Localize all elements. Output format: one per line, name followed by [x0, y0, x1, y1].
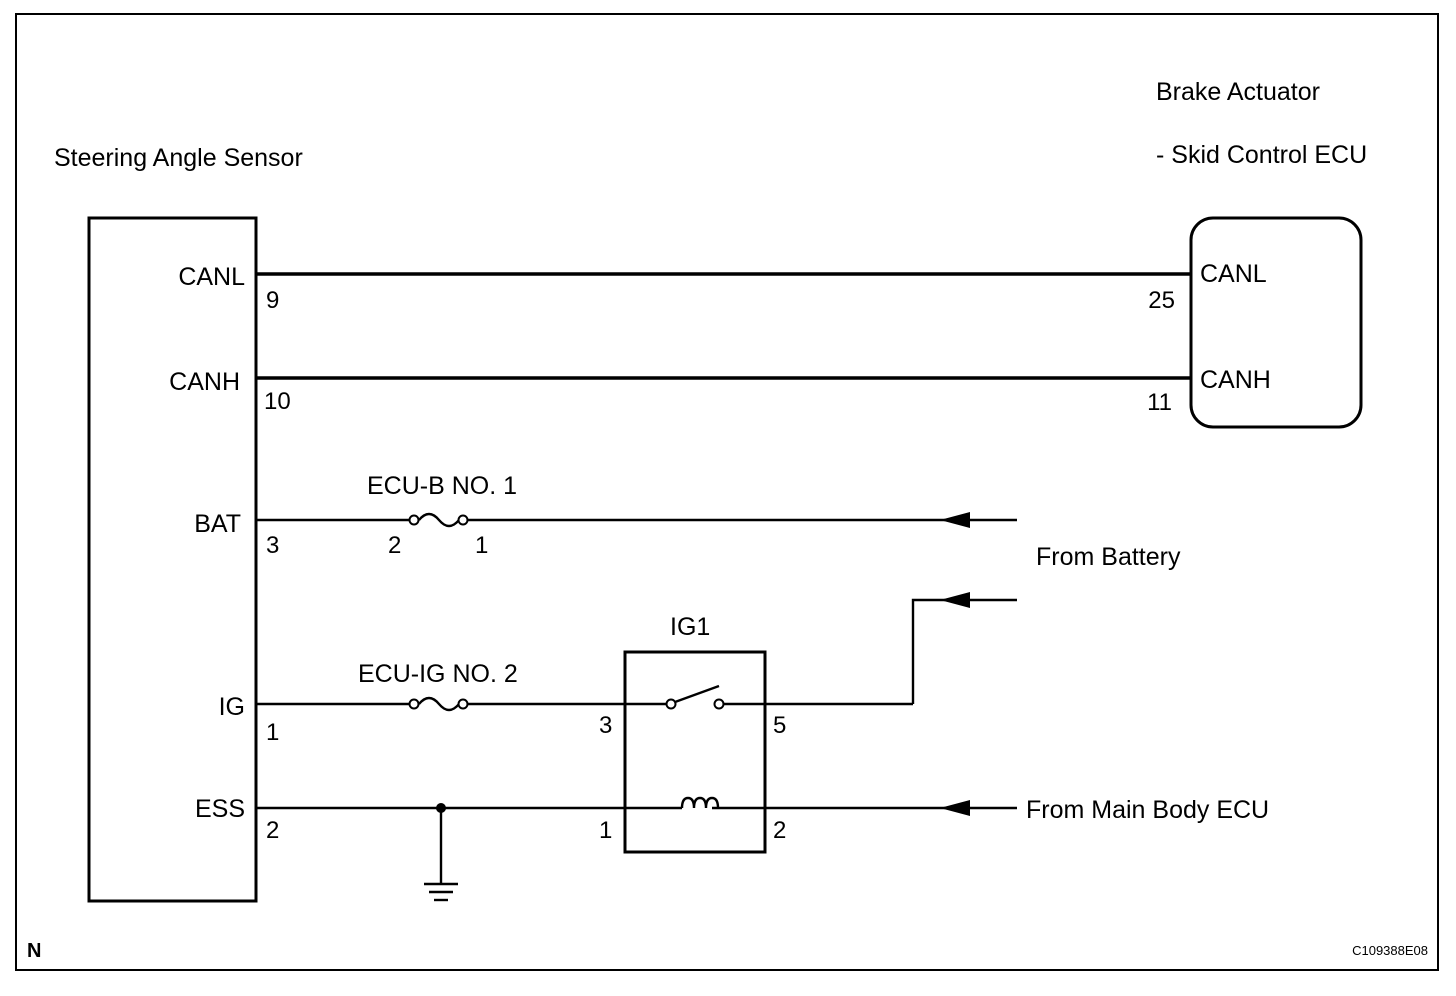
- ig-label: IG: [219, 693, 245, 721]
- fuse-ecu-b-icon: [418, 512, 460, 528]
- relay-switch-terminal-right: [713, 698, 725, 710]
- fuse-ecu-b-terminal-right: [457, 514, 469, 526]
- ig-pin: 1: [266, 719, 279, 746]
- relay-coil-icon: [680, 796, 720, 809]
- relay-feed-wire: [911, 598, 1017, 704]
- corner-mark-n: N: [27, 940, 41, 962]
- relay-switch-terminal-left: [665, 698, 677, 710]
- from-battery-label: From Battery: [1036, 543, 1181, 571]
- skid-control-ecu-title: - Skid Control ECU: [1156, 141, 1367, 169]
- fuse-ecu-ig-label: ECU-IG NO. 2: [358, 660, 518, 688]
- sensor-canh-label: CANH: [169, 368, 240, 396]
- fuse-ecu-b-label: ECU-B NO. 1: [367, 472, 517, 500]
- fuse-ecu-ig-terminal-right: [457, 698, 469, 710]
- relay-ig1-box: [623, 650, 767, 854]
- brake-actuator-box: [1189, 216, 1363, 429]
- ground-icon: [424, 882, 458, 902]
- relay-ig1-label: IG1: [670, 613, 710, 641]
- bat-label: BAT: [194, 510, 241, 538]
- relay-switch-blade: [674, 684, 720, 704]
- steering-angle-sensor-box: [87, 216, 258, 903]
- diagram-frame: [15, 13, 1439, 971]
- bat-pin: 3: [266, 532, 279, 559]
- relay-pin-1: 1: [599, 817, 612, 844]
- fuse-ecu-b-pin-left: 2: [388, 532, 401, 559]
- relay-pin-3: 3: [599, 712, 612, 739]
- main-body-arrow-icon: [940, 800, 970, 816]
- sensor-canl-label: CANL: [178, 263, 245, 291]
- relay-pin-2: 2: [773, 817, 786, 844]
- fuse-ecu-ig-icon: [418, 696, 460, 712]
- sensor-canl-pin: 9: [266, 287, 279, 314]
- steering-angle-sensor-title: Steering Angle Sensor: [54, 144, 303, 172]
- fuse-ecu-b-pin-right: 1: [475, 532, 488, 559]
- actuator-canl-pin: 25: [1148, 287, 1175, 314]
- fuse-ecu-b-terminal-left: [408, 514, 420, 526]
- brake-actuator-title: Brake Actuator: [1156, 78, 1320, 106]
- sensor-canh-pin: 10: [264, 388, 291, 415]
- ess-pin: 2: [266, 817, 279, 844]
- from-main-body-ecu-label: From Main Body ECU: [1026, 796, 1269, 824]
- fuse-ecu-ig-terminal-left: [408, 698, 420, 710]
- battery-arrow-icon: [940, 512, 970, 528]
- actuator-canh-label: CANH: [1200, 366, 1271, 394]
- actuator-canl-label: CANL: [1200, 260, 1267, 288]
- relay-pin-5: 5: [773, 712, 786, 739]
- actuator-canh-pin: 11: [1147, 389, 1172, 416]
- ess-label: ESS: [195, 795, 245, 823]
- relay-feed-arrow-icon: [940, 592, 970, 608]
- figure-code: C109388E08: [1352, 943, 1428, 958]
